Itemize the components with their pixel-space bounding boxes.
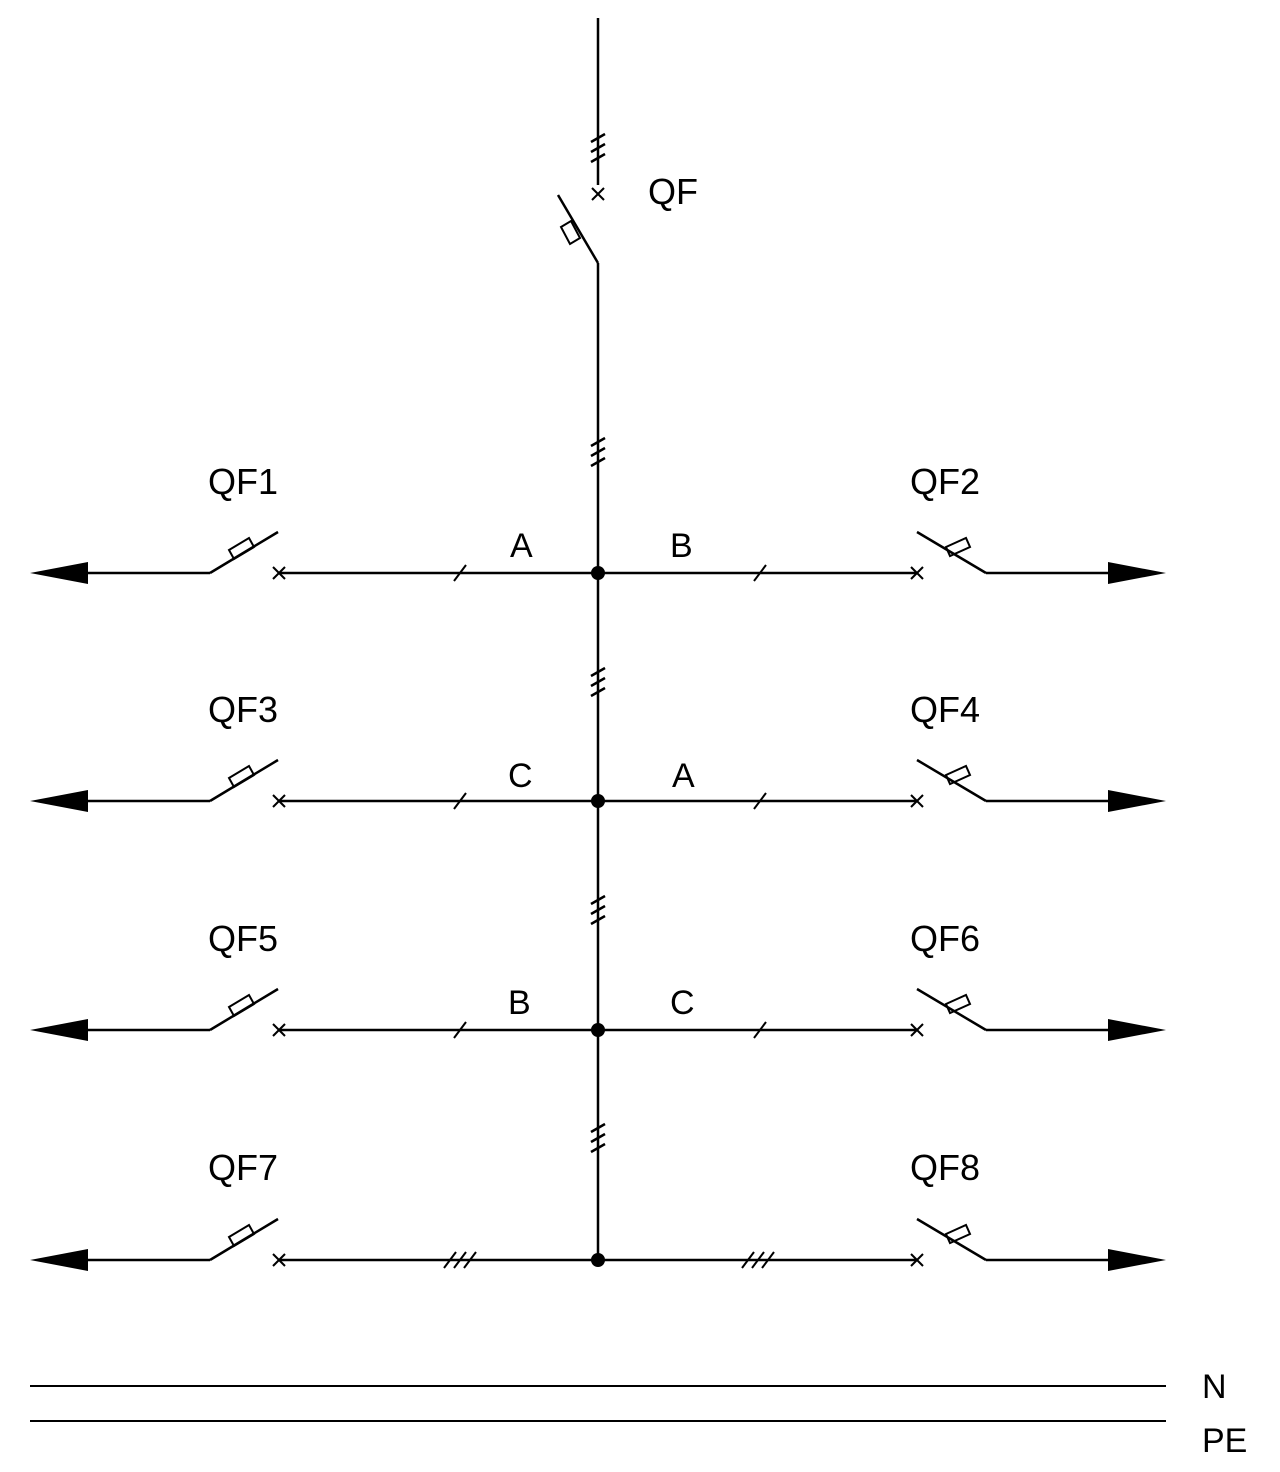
phase-label-right-3: C bbox=[670, 984, 695, 1022]
branch-row-3: QF5 QF6 B C bbox=[30, 918, 1166, 1041]
breaker-label-qf6: QF6 bbox=[910, 918, 980, 959]
phase-label-left-2: C bbox=[508, 757, 533, 795]
left-branch-qf1 bbox=[30, 530, 598, 584]
breaker-label-qf2: QF2 bbox=[910, 461, 980, 502]
right-branch-qf4 bbox=[598, 758, 1166, 812]
spine-ticks-1 bbox=[590, 436, 606, 468]
breaker-label-qf4: QF4 bbox=[910, 689, 980, 730]
spine-ticks-3 bbox=[590, 894, 606, 926]
spine-ticks-4 bbox=[590, 1122, 606, 1154]
breaker-label-qf7: QF7 bbox=[208, 1147, 278, 1188]
branch-row-2: QF3 QF4 C A bbox=[30, 689, 1166, 812]
branch-row-4: QF7 QF8 bbox=[30, 1147, 1166, 1271]
main-breaker-qf bbox=[556, 187, 605, 264]
spine-ticks-2 bbox=[590, 666, 606, 698]
branch-row-1: QF1 QF2 A B bbox=[30, 461, 1166, 584]
phase-label-left-1: A bbox=[510, 527, 533, 565]
neutral-bus-label: N bbox=[1202, 1368, 1227, 1406]
phase-label-left-3: B bbox=[508, 984, 531, 1022]
pe-bus-label: PE bbox=[1202, 1422, 1247, 1460]
breaker-label-qf1: QF1 bbox=[208, 461, 278, 502]
phase-label-right-2: A bbox=[672, 757, 695, 795]
left-branch-qf5 bbox=[30, 987, 598, 1041]
left-branch-qf3 bbox=[30, 758, 598, 812]
main-breaker-label: QF bbox=[648, 171, 698, 212]
left-branch-qf7 bbox=[30, 1217, 598, 1271]
main-feeder-3phase-ticks bbox=[590, 132, 606, 164]
right-branch-qf2 bbox=[598, 530, 1166, 584]
right-branch-qf8 bbox=[598, 1217, 1166, 1271]
breaker-label-qf5: QF5 bbox=[208, 918, 278, 959]
breaker-label-qf8: QF8 bbox=[910, 1147, 980, 1188]
right-branch-qf6 bbox=[598, 987, 1166, 1041]
phase-label-right-1: B bbox=[670, 527, 693, 565]
breaker-label-qf3: QF3 bbox=[208, 689, 278, 730]
